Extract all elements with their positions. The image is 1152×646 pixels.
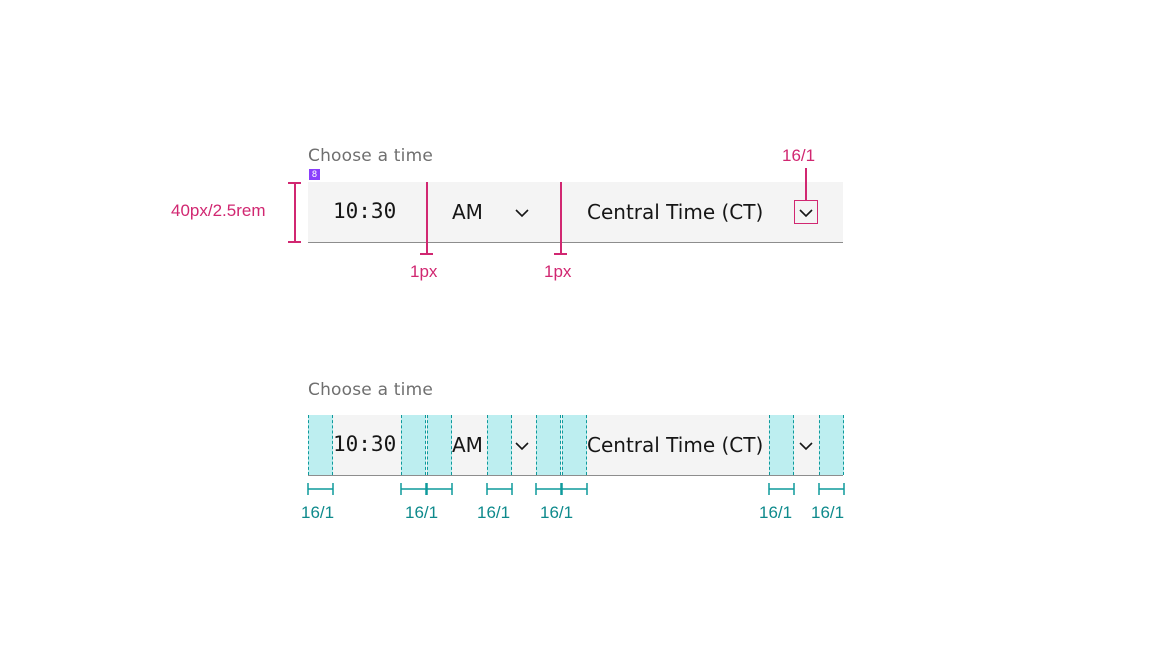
- spacing-spec-label: 16/1: [759, 503, 793, 522]
- time-picker-field: [308, 182, 843, 243]
- ampm-select-value[interactable]: AM: [452, 433, 483, 457]
- field-label: Choose a time: [308, 380, 433, 400]
- padding-overlay: [819, 415, 844, 475]
- height-spec-label: 40px/2.5rem: [171, 201, 266, 220]
- divider1-measure-line: [426, 182, 428, 254]
- padding-overlay: [487, 415, 512, 475]
- divider1-spec-label: 1px: [410, 262, 438, 281]
- field-label: Choose a time: [308, 146, 433, 166]
- padding-overlay: [536, 415, 561, 475]
- spacing-spec-label: 16/1: [477, 503, 511, 522]
- height-measure-cap-bottom: [288, 241, 301, 243]
- padding-overlay: [427, 415, 452, 475]
- spacing-spec-label: 16/1: [405, 503, 439, 522]
- chevron-down-icon[interactable]: [798, 205, 814, 221]
- chevron-down-icon[interactable]: [514, 205, 530, 221]
- spacing-spec-label: 16/1: [301, 503, 335, 522]
- time-input[interactable]: 10:30: [333, 432, 397, 456]
- padding-overlay: [769, 415, 794, 475]
- chevron-spec-line: [805, 168, 807, 200]
- spacing-measure-brackets: [307, 483, 845, 495]
- time-input[interactable]: 10:30: [333, 199, 397, 223]
- timezone-select-value[interactable]: Central Time (CT): [587, 433, 764, 457]
- height-measure-line: [294, 182, 296, 242]
- spacing-spec-label: 16/1: [540, 503, 574, 522]
- divider1-measure-cap: [420, 253, 433, 255]
- spacing-token-badge: 8: [309, 169, 320, 180]
- ampm-select-value[interactable]: AM: [452, 200, 483, 224]
- divider2-spec-label: 1px: [544, 262, 572, 281]
- chevron-spec-label: 16/1: [782, 146, 816, 165]
- divider2-measure-cap: [554, 253, 567, 255]
- chevron-down-icon[interactable]: [514, 438, 530, 454]
- chevron-down-icon[interactable]: [798, 438, 814, 454]
- padding-overlay: [308, 415, 333, 475]
- chevron-highlight-box: [794, 200, 818, 224]
- spacing-spec-label: 16/1: [811, 503, 845, 522]
- padding-overlay: [562, 415, 587, 475]
- padding-overlay: [401, 415, 426, 475]
- divider2-measure-line: [560, 182, 562, 254]
- timezone-select-value[interactable]: Central Time (CT): [587, 200, 764, 224]
- height-measure-cap-top: [288, 182, 301, 184]
